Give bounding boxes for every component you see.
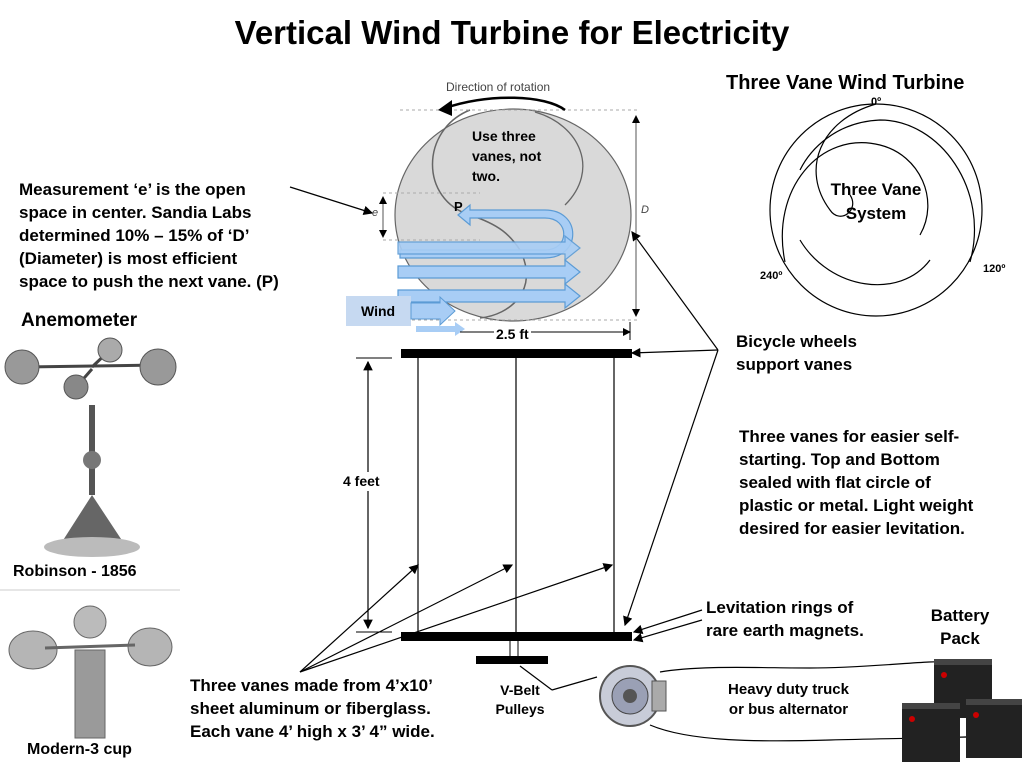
vbelt-line: V-Belt	[500, 682, 540, 698]
modern-anemometer-image	[8, 605, 173, 739]
turbine-frame	[356, 349, 632, 664]
battery-pack-image	[902, 659, 1022, 762]
rotor-diagram	[346, 96, 640, 340]
three-vanes-callout-line: Three vanes for easier self-	[739, 427, 960, 446]
vane-curve	[815, 103, 877, 217]
measurement-note: Measurement ‘e’ is the open space in cen…	[19, 178, 319, 293]
wire	[649, 724, 996, 742]
vane-material-callout-line: sheet aluminum or fiberglass.	[190, 699, 431, 718]
three-vane-title: Three Vane Wind Turbine	[726, 72, 965, 94]
rotor-note-line: Use three	[472, 128, 536, 144]
rotor-note: Use three vanes, not two.	[472, 126, 541, 186]
width-label: 2.5 ft	[494, 325, 531, 344]
three-vanes-callout: Three vanes for easier self- starting. T…	[739, 425, 1024, 540]
robinson-anemometer-image	[4, 337, 177, 557]
three-vane-center-line: System	[845, 204, 907, 223]
wind-label: Wind	[361, 303, 396, 319]
measurement-note-line: space to push the next vane. (P)	[19, 272, 279, 291]
p-label: P	[454, 199, 463, 214]
vbelt-label: V-Belt Pulleys	[486, 681, 554, 719]
alternator-callout-line: or bus alternator	[728, 701, 849, 718]
angle-120-label: 120º	[983, 263, 1006, 275]
levitation-callout: Levitation rings of rare earth magnets.	[706, 596, 864, 642]
bottom-wheel	[401, 632, 632, 641]
bicycle-callout: Bicycle wheels support vanes	[736, 330, 857, 376]
vane-curve	[781, 142, 929, 263]
three-vanes-callout-line: plastic or metal. Light weight	[739, 496, 974, 515]
battery-callout-line: Pack	[940, 629, 980, 648]
battery-callout-line: Battery	[930, 606, 990, 625]
vane-curve	[799, 239, 931, 286]
modern-caption: Modern-3 cup	[27, 741, 132, 758]
wind-flow-arrow	[397, 258, 581, 286]
vane-material-callout-line: Each vane 4’ high x 3’ 4” wide.	[190, 722, 435, 741]
measurement-note-line: determined 10% – 15% of ‘D’	[19, 226, 250, 245]
pulley	[476, 656, 548, 664]
d-label: D	[641, 204, 649, 216]
three-vanes-callout-line: starting. Top and Bottom	[739, 450, 940, 469]
rotation-arrow	[444, 96, 566, 112]
rotor-note-line: two.	[472, 168, 500, 184]
three-vanes-callout-line: desired for easier levitation.	[739, 519, 965, 538]
levitation-callout-line: rare earth magnets.	[706, 621, 864, 640]
wire	[659, 661, 949, 673]
vane-curve	[799, 119, 976, 263]
measurement-note-line: (Diameter) is most efficient	[19, 249, 238, 268]
wind-box	[346, 296, 411, 326]
vane-material-callout: Three vanes made from 4’x10’ sheet alumi…	[190, 674, 435, 743]
angle-0-label: 0º	[871, 96, 882, 108]
height-label: 4 feet	[343, 472, 380, 491]
direction-label: Direction of rotation	[446, 80, 551, 94]
robinson-caption: Robinson - 1856	[13, 563, 137, 580]
angle-240-label: 240º	[760, 270, 783, 282]
levitation-callout-line: Levitation rings of	[706, 598, 854, 617]
alternator-callout-line: Heavy duty truck	[728, 681, 849, 698]
battery-callout: Battery Pack	[920, 604, 1000, 650]
alternator-callout: Heavy duty truck or bus alternator	[716, 680, 861, 720]
vbelt-line: Pulleys	[495, 701, 545, 717]
wind-box-arrow	[410, 295, 456, 327]
measurement-note-line: space in center. Sandia Labs	[19, 203, 252, 222]
alternator-image	[599, 665, 667, 727]
measurement-note-line: Measurement ‘e’ is the open	[19, 180, 246, 199]
three-vane-diagram	[769, 103, 983, 317]
rotor-vane	[534, 111, 584, 206]
page-title: Vertical Wind Turbine for Electricity	[234, 14, 790, 51]
rotor-note-line: vanes, not	[472, 148, 542, 164]
wind-flow-arrow	[397, 234, 581, 262]
anemometer-heading: Anemometer	[21, 310, 138, 331]
three-vane-center-line: Three Vane	[830, 180, 922, 199]
vane-material-callout-line: Three vanes made from 4’x10’	[190, 676, 433, 695]
bicycle-callout-line: support vanes	[736, 355, 853, 374]
top-wheel	[401, 349, 632, 358]
bicycle-callout-line: Bicycle wheels	[736, 332, 857, 351]
three-vane-center-label: Three Vane System	[806, 178, 946, 226]
e-label: e	[372, 207, 379, 219]
three-vanes-callout-line: sealed with flat circle of	[739, 473, 931, 492]
